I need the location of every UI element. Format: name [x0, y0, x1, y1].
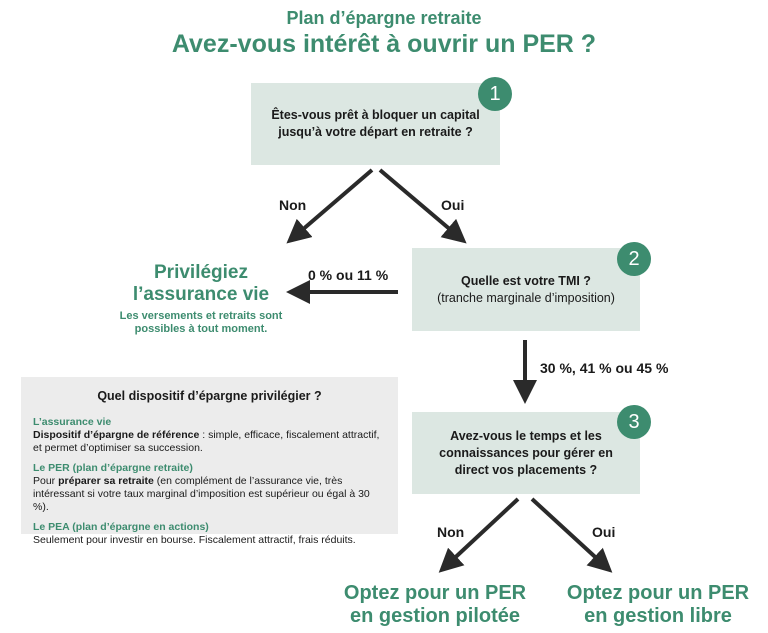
result-assurance-vie: Privilégiez l’assurance vie Les versemen…: [106, 262, 296, 336]
step-1-box: Êtes-vous prêt à bloquer un capital jusq…: [251, 83, 500, 165]
step-2-number-badge: 2: [617, 242, 651, 276]
result-pilotee-line2: en gestion pilotée: [349, 605, 521, 627]
info-box-title: Quel dispositif d’épargne privilégier ?: [97, 389, 322, 403]
info-text-pea: Seulement pour investir en bourse. Fisca…: [33, 534, 356, 546]
step-2-question: Quelle est votre TMI ?: [461, 273, 591, 288]
arrow-step3-oui: [530, 497, 613, 573]
info-bold-assurance: Dispositif d’épargne de référence: [33, 429, 200, 441]
result-assurance-note: Les versements et retraits sont possible…: [119, 310, 283, 335]
step-3-question: Avez-vous le temps et les connaissances …: [439, 428, 613, 477]
info-bold-per: préparer sa retraite: [58, 475, 154, 487]
diagram-title: Avez-vous intérêt à ouvrir un PER ?: [171, 30, 597, 58]
label-non-step1: Non: [279, 197, 307, 213]
label-oui-step3: Oui: [592, 524, 616, 540]
info-text-assurance: : simple, efficace, fiscalement attracti…: [33, 429, 380, 454]
step-2-subtext: (tranche marginale d’imposition): [437, 290, 615, 305]
arrow-step3-non: [438, 497, 520, 573]
info-text-per: (en complément de l’assurance vie, très …: [33, 475, 370, 513]
step-3-number-badge: 3: [617, 405, 651, 439]
result-assurance-line1: Privilégiez: [154, 262, 248, 283]
arrow-step1-oui: [378, 168, 467, 244]
result-libre-line1: Optez pour un PER: [566, 582, 750, 604]
label-non-step3: Non: [437, 524, 465, 540]
result-pilotee-line1: Optez pour un PER: [343, 582, 527, 604]
result-per-libre: Optez pour un PER en gestion libre: [548, 582, 768, 628]
label-tmi-high: 30 %, 41 % ou 45 %: [540, 360, 669, 376]
info-heading-per: Le PER (plan d’épargne retraite): [33, 462, 193, 474]
step-2-box: Quelle est votre TMI ? (tranche marginal…: [412, 248, 640, 331]
info-section-pea: Le PEA (plan d’épargne en actions) Seule…: [33, 521, 386, 547]
info-section-per: Le PER (plan d’épargne retraite) Pour pr…: [33, 462, 386, 514]
result-per-pilotee: Optez pour un PER en gestion pilotée: [320, 582, 550, 628]
info-heading-pea: Le PEA (plan d’épargne en actions): [33, 521, 209, 533]
arrow-step1-non: [286, 168, 374, 244]
info-heading-assurance: L’assurance vie: [33, 416, 112, 428]
step-3-box: Avez-vous le temps et les connaissances …: [412, 412, 640, 494]
step-1-question: Êtes-vous prêt à bloquer un capital jusq…: [271, 108, 480, 139]
result-assurance-line2: l’assurance vie: [132, 284, 270, 305]
step-1-number-badge: 1: [478, 77, 512, 111]
label-tmi-low: 0 % ou 11 %: [308, 267, 389, 283]
diagram-subtitle: Plan d’épargne retraite: [286, 8, 482, 28]
info-prefix-per: Pour: [33, 475, 59, 487]
label-oui-step1: Oui: [441, 197, 465, 213]
info-section-assurance: L’assurance vie Dispositif d’épargne de …: [33, 416, 386, 455]
info-box: Quel dispositif d’épargne privilégier ? …: [21, 377, 398, 546]
result-libre-line2: en gestion libre: [584, 605, 732, 627]
